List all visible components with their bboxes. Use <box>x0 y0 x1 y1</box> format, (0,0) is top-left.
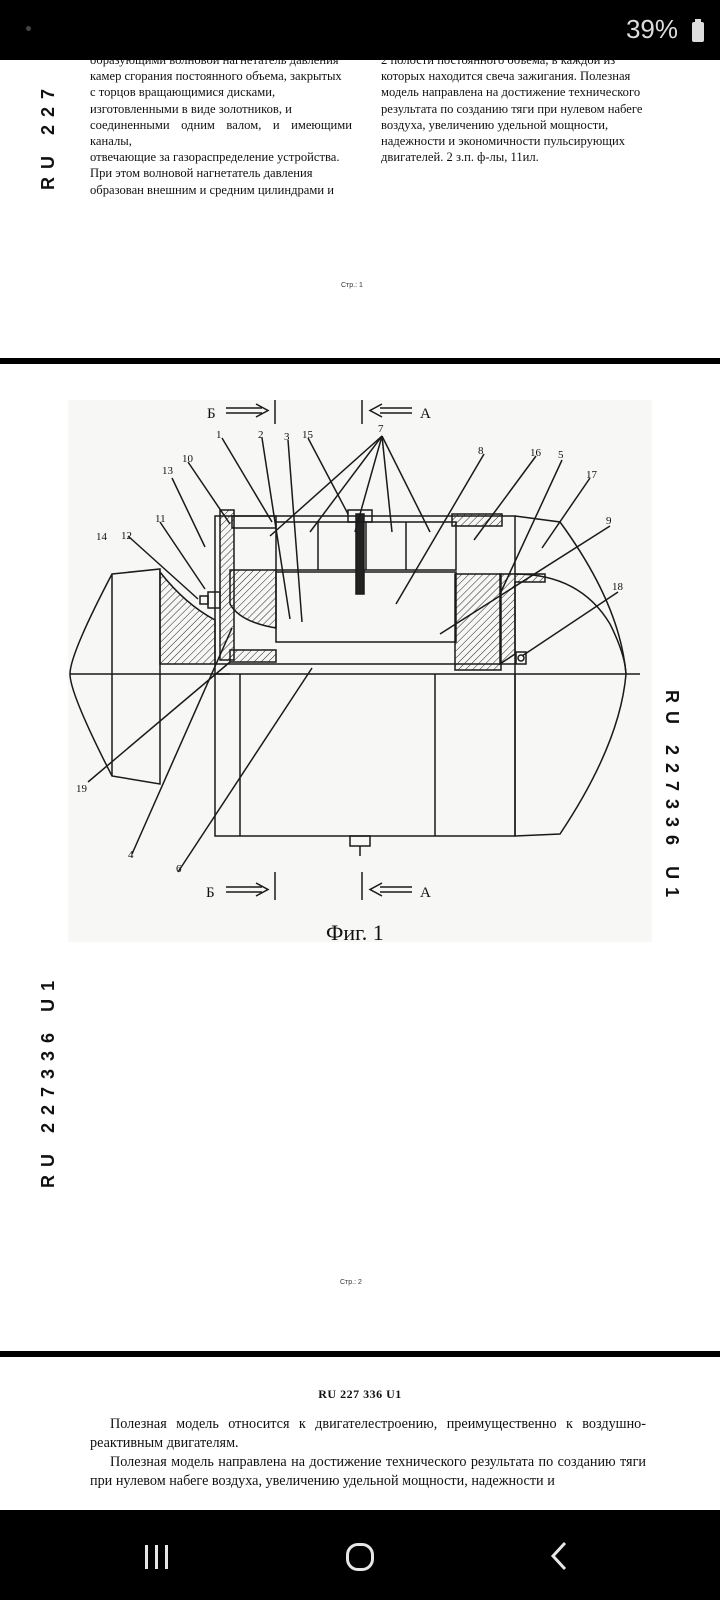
vertical-doc-code: RU 227 <box>38 80 58 190</box>
part-number: 12 <box>121 530 132 542</box>
document-page-3[interactable]: RU 227 336 U1 Полезная модель относится … <box>0 1357 720 1510</box>
abstract-left-column: образующими волновой нагнетатель давлени… <box>90 60 352 198</box>
abstract-line: При этом волновой нагнетатель давления <box>90 166 313 181</box>
section-label-b: Б <box>207 406 216 422</box>
part-number: 15 <box>302 429 314 441</box>
body-paragraph: Полезная модель направлена на достижение… <box>90 1454 646 1489</box>
battery-percent: 39% <box>625 14 678 44</box>
part-number: 2 <box>258 429 264 441</box>
home-icon[interactable] <box>346 1543 374 1571</box>
status-bar: 39% <box>0 0 720 60</box>
abstract-line: отвечающие за газораспределение устройст… <box>90 150 340 165</box>
part-number: 10 <box>182 453 194 465</box>
part-number: 17 <box>586 469 598 481</box>
back-icon[interactable] <box>550 1541 568 1571</box>
part-number: 1 <box>216 429 222 441</box>
part-number: 14 <box>96 531 108 543</box>
part-number: 7 <box>378 423 384 435</box>
part-number: 4 <box>128 849 134 861</box>
part-number: 18 <box>612 581 624 593</box>
part-number: 19 <box>76 783 88 795</box>
section-label-a: А <box>420 885 431 901</box>
document-page-1[interactable]: RU 227 образующими волновой нагнетатель … <box>0 60 720 358</box>
abstract-left-lines: камер сгорания постоянного объема, закры… <box>90 68 352 198</box>
section-label-a: А <box>420 406 431 422</box>
part-number: 5 <box>558 449 564 461</box>
part-number: 8 <box>478 445 484 457</box>
vertical-doc-code: RU 227336 U1 <box>662 690 682 906</box>
abstract-right-lines: которых находится свеча зажигания. Полез… <box>381 68 643 165</box>
abstract-line: воздуха, увеличению удельной мощности, <box>381 117 609 132</box>
cut-text-line: образующими волновой нагнетатель давлени… <box>90 60 339 67</box>
part-number: 6 <box>176 863 182 875</box>
part-number: 9 <box>606 515 612 527</box>
page-number: Стр.: 2 <box>340 1279 362 1286</box>
navigation-bar <box>0 1510 720 1600</box>
abstract-line: образован внешним и средним цилиндрами и <box>90 182 334 197</box>
recent-apps-icon[interactable] <box>145 1545 173 1569</box>
part-number: 11 <box>155 513 166 525</box>
part-number: 16 <box>530 447 542 459</box>
engine-cross-section-drawing: Б А Б А 1 2 3 4 5 6 7 8 9 10 11 12 13 14… <box>69 400 640 901</box>
section-label-b: Б <box>206 885 215 901</box>
abstract-line: которых находится свеча зажигания. Полез… <box>381 69 631 84</box>
abstract-line: надежности и экономичности пульсирующих <box>381 134 626 149</box>
body-paragraph: Полезная модель относится к двигателестр… <box>90 1416 646 1451</box>
abstract-line: двигателей. 2 з.п. ф-лы, 11ил. <box>381 150 539 165</box>
cut-text-line: 2 полости постоянного объема, в каждой и… <box>381 60 616 67</box>
vertical-doc-code: RU 227336 U1 <box>38 972 58 1188</box>
document-header: RU 227 336 U1 <box>318 1387 402 1401</box>
abstract-right-column: 2 полости постоянного объема, в каждой и… <box>381 60 643 165</box>
abstract-line: камер сгорания постоянного объема, закры… <box>90 69 342 84</box>
abstract-line: результата по созданию тяги при нулевом … <box>381 101 643 116</box>
abstract-line: с торцов вращающимися дисками, <box>90 85 276 100</box>
abstract-line: изготовленными в виде золотников, и <box>90 101 292 116</box>
part-number: 3 <box>284 431 290 443</box>
abstract-line: модель направлена на достижение техничес… <box>381 85 641 100</box>
notification-dot-icon <box>26 26 31 31</box>
figure-caption: Фиг. 1 <box>326 920 384 945</box>
battery-icon <box>692 19 704 42</box>
part-number: 13 <box>162 465 174 477</box>
document-page-2[interactable]: Б А Б А 1 2 3 4 5 6 7 8 9 10 11 12 13 14… <box>0 364 720 1351</box>
abstract-line: соединенными одним валом, и имеющими кан… <box>90 117 352 149</box>
page-number: Стр.: 1 <box>341 282 363 289</box>
